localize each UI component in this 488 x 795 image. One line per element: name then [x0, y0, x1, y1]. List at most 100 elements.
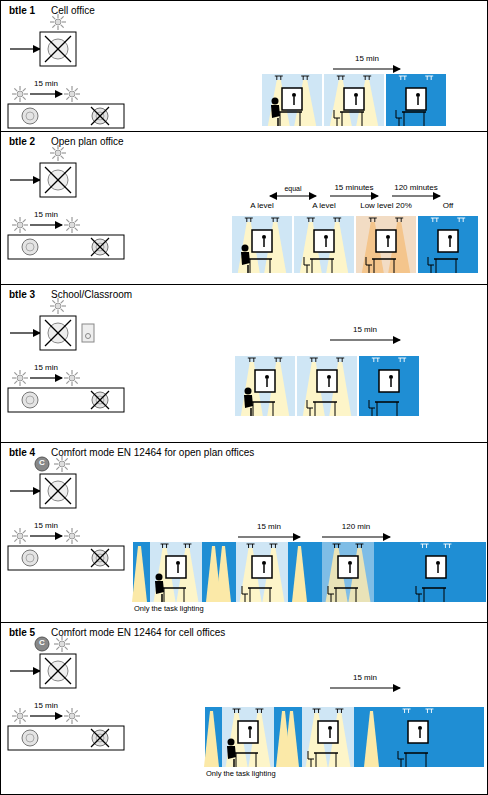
window-figure — [386, 235, 390, 239]
ceiling-lamp — [269, 544, 277, 545]
sun-ray — [23, 228, 26, 231]
chair — [369, 400, 370, 408]
line — [45, 658, 71, 684]
sun-icon — [69, 713, 75, 719]
lamp-icon — [22, 550, 38, 566]
sun-ray — [75, 710, 78, 713]
room — [294, 216, 354, 273]
sun-icon — [17, 533, 23, 539]
window-figure — [176, 561, 180, 565]
time-label: 15 min — [355, 55, 379, 64]
window-figure — [387, 239, 389, 247]
line — [91, 107, 109, 125]
time-arrow — [270, 195, 316, 196]
time-label: equal — [284, 185, 301, 193]
window-figure — [262, 235, 266, 239]
time-arrow — [330, 687, 400, 688]
ceiling-lamp — [249, 358, 250, 362]
chair — [369, 265, 370, 273]
window-figure — [249, 730, 251, 738]
lamp-icon — [22, 392, 38, 408]
time-arrow — [10, 490, 40, 491]
ceiling-lamp — [341, 709, 342, 713]
lamp-box — [8, 235, 124, 259]
window-figure — [355, 97, 357, 105]
window-figure — [390, 379, 392, 387]
window-figure — [436, 561, 440, 565]
row-title: Comfort mode EN 12464 for cell offices — [51, 627, 225, 638]
chair — [245, 594, 246, 602]
sensor-box — [40, 474, 76, 508]
row-title: Comfort mode EN 12464 for open plan offi… — [51, 447, 254, 458]
time-arrow — [238, 536, 300, 537]
sun-ray — [23, 372, 26, 375]
desk — [426, 753, 427, 767]
sun-ray — [12, 93, 16, 94]
desk — [394, 259, 395, 273]
ceiling-lamp — [311, 358, 312, 362]
person — [227, 746, 236, 759]
sun-ray — [66, 710, 69, 713]
time-label: 15 minutes — [334, 184, 373, 193]
sun-ray — [52, 147, 55, 150]
sun-ray — [76, 715, 80, 716]
desk — [315, 402, 316, 416]
line — [45, 167, 71, 193]
sun-ray — [71, 382, 72, 386]
lamp-icon — [92, 730, 108, 746]
window-figure — [417, 97, 419, 105]
comfort-symbol: C — [39, 639, 45, 648]
time-label: 15 min — [34, 702, 58, 711]
person — [155, 581, 164, 594]
window — [344, 88, 364, 110]
sun-ray — [57, 157, 58, 161]
sun-ray — [71, 708, 72, 712]
sun-icon — [59, 641, 65, 647]
sun-ray — [76, 93, 80, 94]
desk — [278, 111, 302, 113]
line — [91, 391, 109, 409]
sun-ray — [19, 382, 20, 386]
sun-ray — [14, 228, 17, 231]
sun-ray — [24, 93, 28, 94]
sun-ray — [75, 530, 78, 533]
line — [45, 320, 71, 346]
desk — [270, 259, 271, 273]
window — [252, 556, 272, 578]
row-number: btle 1 — [9, 5, 35, 16]
ceiling-lamp — [404, 709, 405, 713]
ceiling-lamp — [443, 544, 451, 545]
switch-icon — [86, 334, 91, 339]
chair — [401, 759, 402, 767]
time-arrow — [10, 332, 40, 333]
sun-ray — [23, 88, 26, 91]
sun-ray — [66, 719, 69, 722]
desk — [336, 753, 337, 767]
sun-ray — [19, 217, 20, 221]
ceiling-lamp — [312, 218, 313, 222]
sun-ray — [14, 381, 17, 384]
sun-ray — [64, 377, 68, 378]
desk — [314, 752, 338, 754]
sun-ray — [14, 88, 17, 91]
room — [262, 74, 322, 126]
ceiling-lamp — [459, 218, 460, 222]
sun-ray — [23, 719, 26, 722]
time-arrow — [30, 93, 62, 94]
lamp-box — [8, 726, 124, 750]
sun-icon — [55, 150, 61, 156]
ceiling-lamp — [337, 76, 345, 77]
time-label: 15 min — [34, 364, 58, 373]
window-figure — [325, 239, 327, 247]
room — [418, 216, 478, 273]
sun-ray — [52, 309, 55, 312]
room — [359, 356, 419, 416]
desk — [374, 259, 375, 273]
line — [45, 478, 71, 504]
time-label: 15 min — [34, 211, 58, 220]
time-label: 15 min — [353, 674, 377, 683]
sun-ray — [56, 638, 59, 641]
desk — [424, 112, 425, 126]
window-figure — [416, 93, 420, 97]
sun-ray — [66, 219, 69, 222]
